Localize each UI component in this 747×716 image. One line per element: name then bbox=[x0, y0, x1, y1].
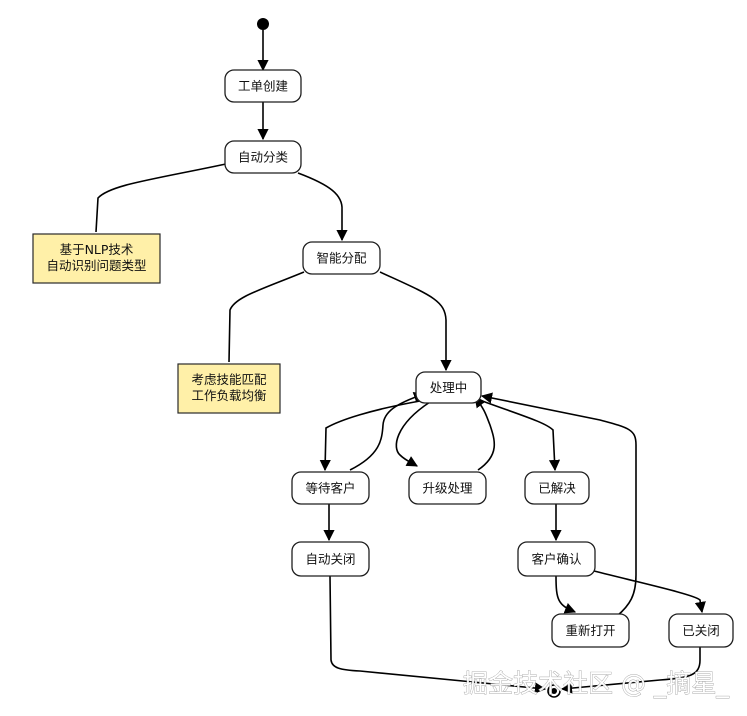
edge-confirm-to-reopen bbox=[555, 575, 577, 614]
edge-closed-to-end bbox=[560, 647, 701, 694]
state-escalate-label: 升级处理 bbox=[422, 481, 473, 496]
edge-processing-to-escalate bbox=[395, 401, 431, 467]
state-processing: 处理中 bbox=[415, 371, 482, 404]
edges bbox=[95, 30, 706, 694]
edge-classify-note bbox=[95, 163, 227, 233]
note-assign-line-1: 考虑技能匹配 bbox=[191, 372, 267, 387]
edge-reopen-to-processing bbox=[480, 392, 637, 617]
state-waiting-customer-label: 等待客户 bbox=[305, 481, 355, 496]
note-classify-line-2: 自动识别问题类型 bbox=[46, 258, 146, 273]
state-auto-classify-label: 自动分类 bbox=[238, 150, 289, 165]
edge-assign-to-processing bbox=[379, 271, 452, 372]
state-closed: 已关闭 bbox=[668, 613, 734, 648]
end-node bbox=[547, 684, 561, 698]
edge-waiting-to-processing bbox=[349, 391, 426, 471]
state-resolved: 已解决 bbox=[524, 471, 590, 505]
state-closed-label: 已关闭 bbox=[682, 623, 720, 638]
edge-assign-note bbox=[228, 271, 305, 363]
state-waiting-customer: 等待客户 bbox=[291, 471, 370, 505]
state-escalate: 升级处理 bbox=[408, 471, 487, 505]
state-reopen: 重新打开 bbox=[551, 613, 630, 648]
state-auto-close: 自动关闭 bbox=[291, 541, 370, 577]
state-processing-label: 处理中 bbox=[430, 380, 468, 395]
edge-processing-to-waiting bbox=[319, 400, 421, 472]
edge-autoclose-to-end bbox=[329, 575, 547, 694]
state-created-label: 工单创建 bbox=[238, 79, 289, 94]
note-assign-line-2: 工作负载均衡 bbox=[191, 388, 266, 403]
state-reopen-label: 重新打开 bbox=[565, 623, 615, 638]
edge-classify-to-assign bbox=[297, 172, 348, 242]
state-auto-classify: 自动分类 bbox=[224, 140, 302, 174]
watermark-text: 掘金技术社区 @ _摘星_ bbox=[463, 669, 729, 698]
state-resolved-label: 已解决 bbox=[538, 481, 576, 496]
edge-confirm-to-closed bbox=[593, 570, 706, 614]
edge-escalate-to-processing bbox=[474, 396, 496, 471]
state-customer-confirm-label: 客户确认 bbox=[531, 552, 582, 567]
edge-processing-to-resolved bbox=[473, 397, 561, 472]
note-assign: 考虑技能匹配 工作负载均衡 bbox=[177, 363, 281, 414]
state-auto-close-label: 自动关闭 bbox=[305, 552, 355, 567]
note-classify: 基于NLP技术 自动识别问题类型 bbox=[32, 233, 161, 284]
state-created: 工单创建 bbox=[224, 69, 302, 103]
state-smart-assign-label: 智能分配 bbox=[316, 251, 367, 266]
state-customer-confirm: 客户确认 bbox=[517, 541, 596, 577]
note-classify-line-1: 基于NLP技术 bbox=[60, 242, 134, 257]
start-node bbox=[257, 18, 269, 30]
state-smart-assign: 智能分配 bbox=[302, 241, 381, 275]
